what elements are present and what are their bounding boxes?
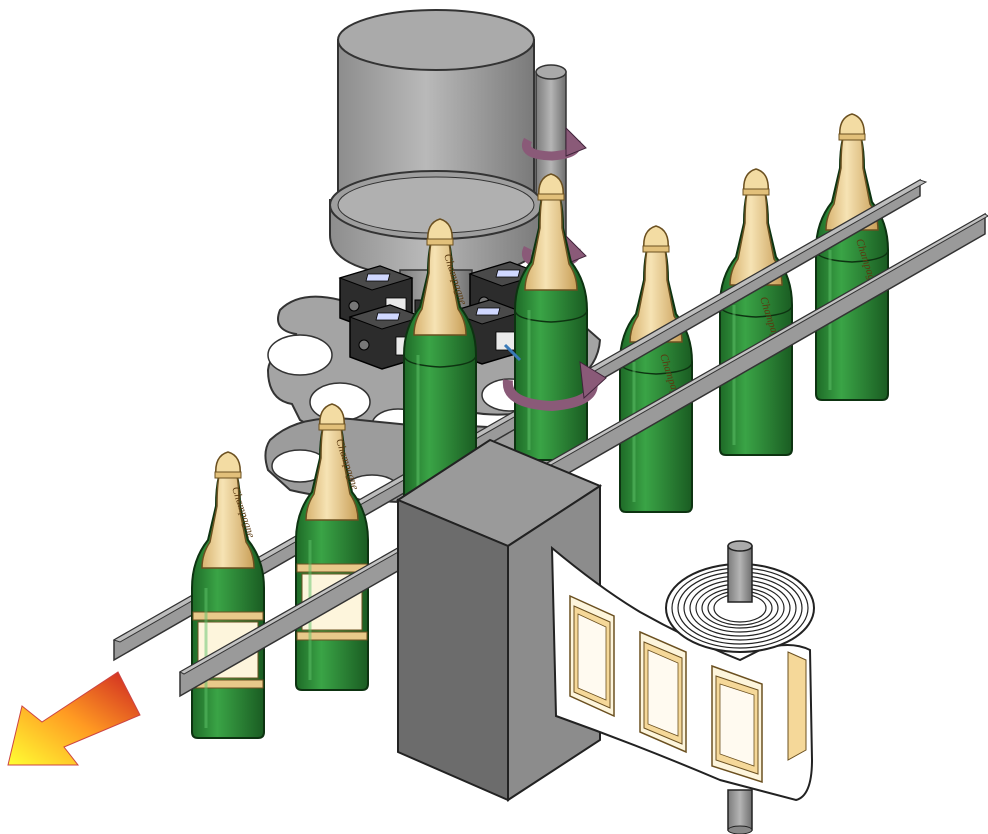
label-roll	[665, 540, 815, 834]
rotation-arrow-upper	[522, 126, 587, 161]
rotation-arrow-bottle	[502, 343, 607, 412]
label-strip	[550, 545, 814, 802]
conveyor-rail-front	[178, 212, 988, 698]
turret-drum	[329, 9, 543, 351]
output-arrow	[7, 671, 141, 766]
